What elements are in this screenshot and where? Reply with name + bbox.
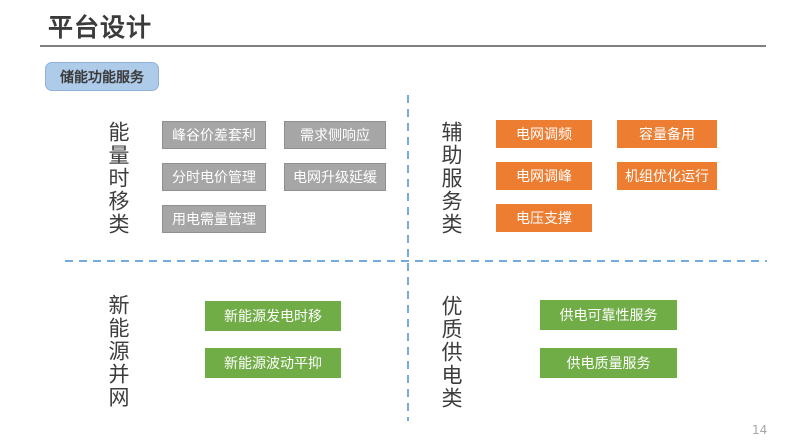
quadrant-divider-vertical bbox=[407, 95, 409, 421]
chip-renewable-generation-time-shift: 新能源发电时移 bbox=[205, 301, 341, 331]
quadrant-label-power-quality: 优质供电类 bbox=[439, 295, 463, 410]
ancillary-services-column-2: 容量备用 机组优化运行 bbox=[617, 120, 717, 190]
page-title: 平台设计 bbox=[48, 13, 153, 42]
title-divider bbox=[40, 45, 766, 47]
section-badge: 储能功能服务 bbox=[45, 62, 159, 91]
quadrant-divider-horizontal bbox=[65, 260, 767, 262]
chip-power-quality-service: 供电质量服务 bbox=[540, 348, 677, 378]
chip-grid-peak-shaving: 电网调峰 bbox=[496, 162, 592, 190]
chip-grid-upgrade-deferral: 电网升级延缓 bbox=[284, 163, 386, 191]
quadrant-label-ancillary-services: 辅助服务类 bbox=[439, 121, 463, 236]
chip-renewable-fluctuation-smoothing: 新能源波动平抑 bbox=[205, 348, 341, 378]
power-quality-column: 供电可靠性服务 供电质量服务 bbox=[540, 300, 677, 378]
chip-unit-optimization: 机组优化运行 bbox=[617, 162, 717, 190]
chip-peak-valley-arbitrage: 峰谷价差套利 bbox=[162, 121, 266, 149]
chip-voltage-support: 电压支撑 bbox=[496, 204, 592, 232]
quadrant-label-energy-time-shift: 能量时移类 bbox=[106, 121, 130, 236]
chip-demand-response: 需求侧响应 bbox=[284, 121, 386, 149]
chip-power-reliability-service: 供电可靠性服务 bbox=[540, 300, 677, 330]
energy-time-shift-column-1: 峰谷价差套利 分时电价管理 用电需量管理 bbox=[162, 121, 266, 233]
quadrant-label-renewable-grid-connection: 新能源并网 bbox=[106, 294, 130, 409]
chip-demand-charge-management: 用电需量管理 bbox=[162, 205, 266, 233]
energy-time-shift-column-2: 需求侧响应 电网升级延缓 bbox=[284, 121, 386, 191]
page-number: 14 bbox=[752, 423, 768, 437]
ancillary-services-column-1: 电网调频 电网调峰 电压支撑 bbox=[496, 120, 592, 232]
chip-grid-frequency-regulation: 电网调频 bbox=[496, 120, 592, 148]
chip-capacity-reserve: 容量备用 bbox=[617, 120, 717, 148]
chip-tou-price-management: 分时电价管理 bbox=[162, 163, 266, 191]
renewable-grid-connection-column: 新能源发电时移 新能源波动平抑 bbox=[205, 301, 341, 378]
